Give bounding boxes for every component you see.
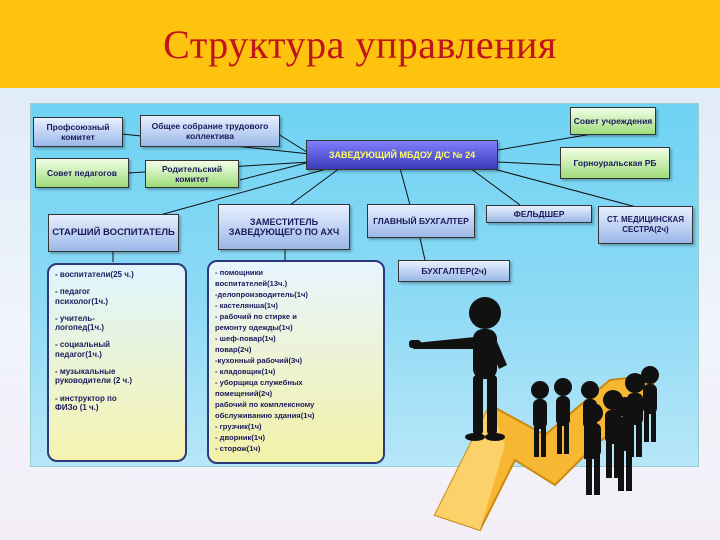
- chief-accountant-box: ГЛАВНЫЙ БУХГАЛТЕР: [367, 204, 475, 238]
- list-item: - музыкальные: [55, 367, 116, 377]
- list-item: руководители (2 ч.): [55, 376, 133, 386]
- list-item: педагог(1ч.): [55, 349, 102, 359]
- list-item: - кладовщик(1ч): [215, 367, 276, 376]
- list-item: - воспитатели(25 ч.): [55, 270, 134, 279]
- list-item: обслуживанию здания(1ч): [215, 411, 315, 420]
- list-item: - дворник(1ч): [215, 433, 266, 442]
- list-item: воспитателей(13ч.): [215, 279, 288, 288]
- list-item: рабочий по комплексному: [215, 400, 315, 409]
- list-item: - уборщица служебных: [215, 378, 303, 387]
- deputy-head-box: ЗАМЕСТИТЕЛЬ ЗАВЕДУЮЩЕГО ПО АХЧ: [218, 204, 350, 250]
- list-item: логопед(1ч.): [55, 323, 104, 333]
- list-item: - кастелянша(1ч): [215, 301, 278, 310]
- service-staff-list: - помощники воспитателей(13ч.) -делопрои…: [207, 260, 385, 464]
- accountant-box: БУХГАЛТЕР(2ч): [398, 260, 510, 282]
- list-item: - учитель-: [55, 313, 95, 323]
- list-item: ремонту одежды(1ч): [215, 323, 293, 332]
- list-item: повар(2ч): [215, 345, 252, 354]
- educators-list: - воспитатели(25 ч.) - педагог психолог(…: [47, 263, 187, 462]
- list-item: - помощники: [215, 268, 264, 277]
- list-item: - сторож(1ч): [215, 444, 261, 453]
- head-manager-box: ЗАВЕДУЮЩИЙ МБДОУ Д/С № 24: [306, 140, 498, 170]
- leader-figure-illustration: [409, 297, 659, 532]
- general-meeting-box: Общее собрание трудового коллектива: [140, 115, 280, 147]
- leader-figure: [409, 297, 507, 441]
- senior-educator-box: СТАРШИЙ ВОСПИТАТЕЛЬ: [48, 214, 179, 252]
- senior-nurse-box: СТ. МЕДИЦИНСКАЯ СЕСТРА(2ч): [598, 206, 693, 244]
- list-item: - грузчик(1ч): [215, 422, 262, 431]
- list-item: - инструктор по: [55, 393, 117, 403]
- district-hospital-box: Горноуральская РБ: [560, 147, 670, 179]
- follower-figures: [531, 366, 659, 495]
- list-item: помещений(2ч): [215, 389, 273, 398]
- list-item: - педагог: [55, 287, 91, 297]
- list-item: -делопроизводитель(1ч): [215, 290, 308, 299]
- institution-council-box: Совет учреждения: [570, 107, 656, 135]
- trade-union-committee-box: Профсоюзный комитет: [33, 117, 123, 147]
- parents-committee-box: Родительский комитет: [145, 160, 239, 188]
- title-bar: Структура управления: [0, 0, 720, 88]
- page-title: Структура управления: [163, 21, 557, 67]
- list-item: -кухонный рабочий(3ч): [215, 356, 303, 365]
- list-item: - социальный: [55, 340, 111, 350]
- list-item: психолог(1ч.): [55, 296, 108, 306]
- paramedic-box: ФЕЛЬДШЕР: [486, 205, 592, 223]
- list-item: - шеф-повар(1ч): [215, 334, 276, 343]
- teachers-council-box: Совет педагогов: [35, 158, 129, 188]
- list-item: ФИЗо (1 ч.): [55, 402, 99, 412]
- list-item: - рабочий по стирке и: [215, 312, 297, 321]
